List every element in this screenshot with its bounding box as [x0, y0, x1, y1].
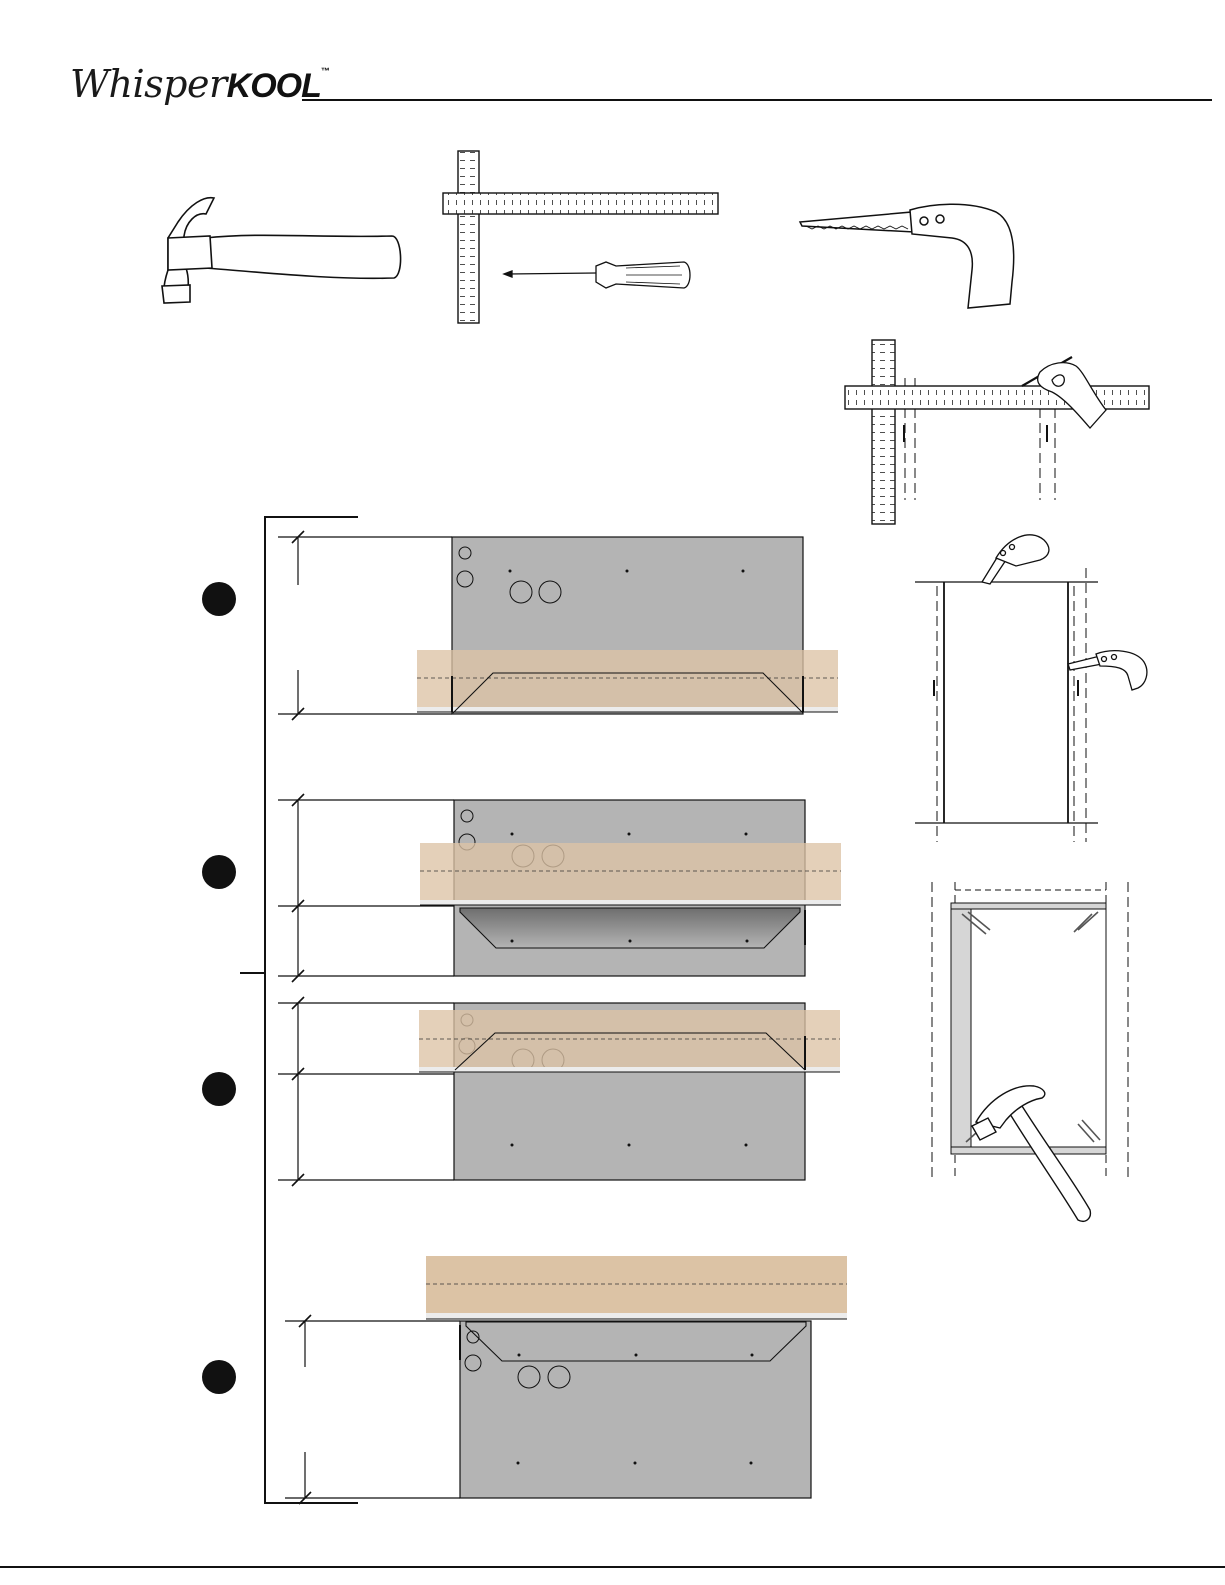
wood-header-3 [419, 1010, 840, 1067]
step-marker-3 [202, 1072, 236, 1106]
framing-square-icon [443, 151, 718, 323]
mount-diagram-4 [285, 1256, 847, 1504]
mount-diagram-1 [278, 531, 838, 720]
hammer-icon [162, 198, 401, 303]
mount-diagram-3 [278, 997, 840, 1186]
keyhole-saw-icon [800, 204, 1014, 308]
keyhole-saw-top-icon [982, 535, 1049, 584]
wood-header-4 [426, 1256, 847, 1313]
step-marker-2 [202, 855, 236, 889]
step-marker-1 [202, 582, 236, 616]
wall-cut-diagram [915, 568, 1098, 842]
marking-square-icon [845, 340, 1149, 524]
keyhole-saw-side-icon [1068, 651, 1147, 690]
wood-header-2 [420, 843, 841, 900]
step-bracket [240, 517, 358, 1503]
footer-rule [0, 1566, 1225, 1568]
screwdriver-icon [504, 262, 690, 288]
step-marker-4 [202, 1360, 236, 1394]
dimension-lines-4 [285, 1315, 460, 1504]
wood-header-1 [417, 650, 838, 707]
mount-diagram-2 [278, 794, 841, 982]
nail-icons [962, 912, 1100, 1142]
